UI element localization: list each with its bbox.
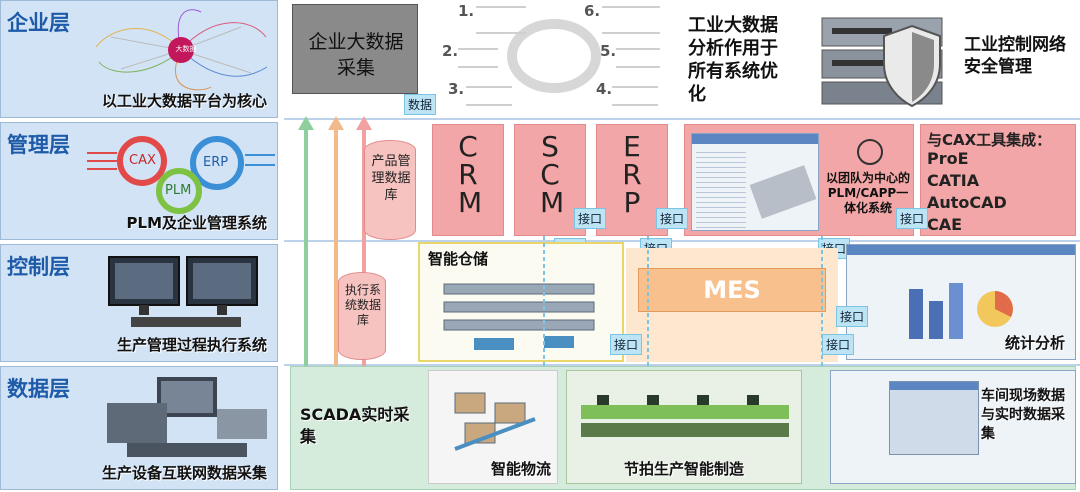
layer-data-panel: 数据层 生产设备互联网数据采集: [0, 366, 278, 490]
layer-caption: 生产设备互联网数据采集: [101, 464, 267, 482]
exec-db-cylinder: 执行系统数据库: [338, 272, 386, 360]
layer-caption: 以工业大数据平台为核心: [101, 92, 267, 110]
bigdata-network-graphic: [95, 9, 268, 91]
cax-tools-box[interactable]: 与CAX工具集成： ProE CATIA AutoCAD CAE: [920, 124, 1076, 236]
warehouse-label: 智能仓储: [428, 250, 489, 268]
mes-label: MES: [703, 276, 761, 304]
layer-title: 数据层: [7, 377, 70, 401]
enterprise-bigdata-box: 企业大数据采集: [292, 4, 418, 94]
step-text-lines: [612, 86, 658, 106]
layer-title: 控制层: [7, 255, 70, 279]
warehouse-racks-graphic: [443, 283, 595, 350]
statistics-label: 统计分析: [1004, 334, 1065, 352]
bigdata-box-label: 企业大数据采集: [308, 31, 404, 79]
server-rack-graphic: [107, 377, 267, 457]
workshop-screen: [889, 381, 979, 455]
logistics-box[interactable]: 智能物流: [428, 370, 558, 484]
logistics-label: 智能物流: [490, 460, 551, 478]
interface-tag: 接口: [610, 334, 643, 355]
interface-tag: 接口: [656, 208, 689, 229]
production-line-label: 节拍生产智能制造: [623, 460, 744, 478]
mes-area[interactable]: MES: [626, 248, 838, 362]
product-db-cylinder: 产品管理数据库: [364, 140, 416, 240]
cax-tool-item: AutoCAD: [927, 193, 1007, 212]
step-text-lines: [476, 6, 526, 34]
security-text: 工业控制网络安全管理: [964, 35, 1066, 77]
mes-banner: MES: [638, 268, 826, 312]
cax-tool-item: CATIA: [927, 171, 980, 190]
plm-label: PLM: [165, 183, 192, 198]
cax-tool-item: ProE: [927, 149, 969, 168]
crm-label: CRM: [458, 130, 483, 219]
production-line-graphic: [581, 395, 789, 437]
erp-box-label: ERP: [622, 130, 642, 219]
step-number: 4.: [596, 80, 613, 98]
plm-capp-box[interactable]: 以团队为中心的PLM/CAPP一体化系统: [684, 124, 914, 236]
logistics-graphic: [454, 392, 536, 451]
layer-control-panel: 控制层 生产管理过程执行系统: [0, 244, 278, 362]
erp-label: ERP: [203, 155, 229, 170]
exec-db-label: 执行系统数据库: [344, 283, 381, 327]
workshop-box[interactable]: 车间现场数据与实时数据采集: [830, 370, 1076, 484]
statistics-box[interactable]: 统计分析: [846, 244, 1076, 360]
separator: [284, 118, 1080, 120]
bigdata-analysis-text: 工业大数据分析作用于所有系统优化: [688, 15, 778, 105]
step-number: 6.: [584, 2, 601, 20]
connector-lines: [543, 236, 823, 366]
separator: [284, 240, 1080, 242]
security-server-icon: [821, 17, 943, 108]
interface-tag: 接口: [896, 208, 929, 229]
plm-capp-text: 以团队为中心的PLM/CAPP一体化系统: [825, 171, 910, 215]
scada-label: SCADA实时采集: [300, 405, 410, 446]
cax-tool-item: CAE: [927, 215, 963, 234]
interface-tag: 接口: [574, 208, 607, 229]
cycle-ring-graphic: [507, 19, 601, 93]
cax-plm-erp-graphic: [87, 136, 275, 214]
data-tag: 数据: [404, 94, 437, 115]
production-line-box[interactable]: 节拍生产智能制造: [566, 370, 802, 484]
step-number: 2.: [442, 42, 459, 60]
step-text-lines: [466, 86, 512, 106]
step-text-lines: [602, 6, 660, 34]
dual-monitor-graphic: [108, 256, 258, 327]
plm-logo-icon: [857, 139, 883, 165]
step-number: 1.: [458, 2, 475, 20]
layer-caption: PLM及企业管理系统: [126, 214, 267, 232]
bigdata-hub-label: 大数据: [175, 45, 197, 53]
table-lines: [696, 148, 746, 228]
product-db-label: 产品管理数据库: [371, 154, 411, 203]
step-number: 5.: [600, 42, 617, 60]
crm-box[interactable]: CRM: [432, 124, 504, 236]
scm-label: SCM: [540, 130, 565, 219]
cax-label: CAX: [129, 153, 156, 168]
separator: [284, 364, 1080, 366]
step-text-lines: [458, 48, 498, 68]
layer-management-panel: 管理层 CAX ERP PLM PLM及企业管理系统: [0, 122, 278, 240]
cax-tools-title: 与CAX工具集成：: [927, 131, 1052, 149]
part-graphic: [749, 165, 817, 219]
layer-enterprise-panel: 企业层 大数据 以工业大数据平台为核心: [0, 0, 278, 118]
layer-title: 企业层: [7, 11, 70, 35]
bigdata-steps-diagram: 1. 2. 3. 4. 5. 6.: [436, 0, 672, 112]
plm-capp-screenshot: [691, 133, 819, 231]
interface-tag: 接口: [836, 306, 869, 327]
bar-chart-graphic: [909, 283, 1013, 339]
workshop-label: 车间现场数据与实时数据采集: [981, 388, 1065, 442]
smart-warehouse-box[interactable]: 智能仓储: [418, 242, 624, 362]
layer-caption: 生产管理过程执行系统: [116, 336, 267, 354]
step-text-lines: [616, 48, 660, 68]
layer-title: 管理层: [7, 133, 70, 157]
step-number: 3.: [448, 80, 465, 98]
